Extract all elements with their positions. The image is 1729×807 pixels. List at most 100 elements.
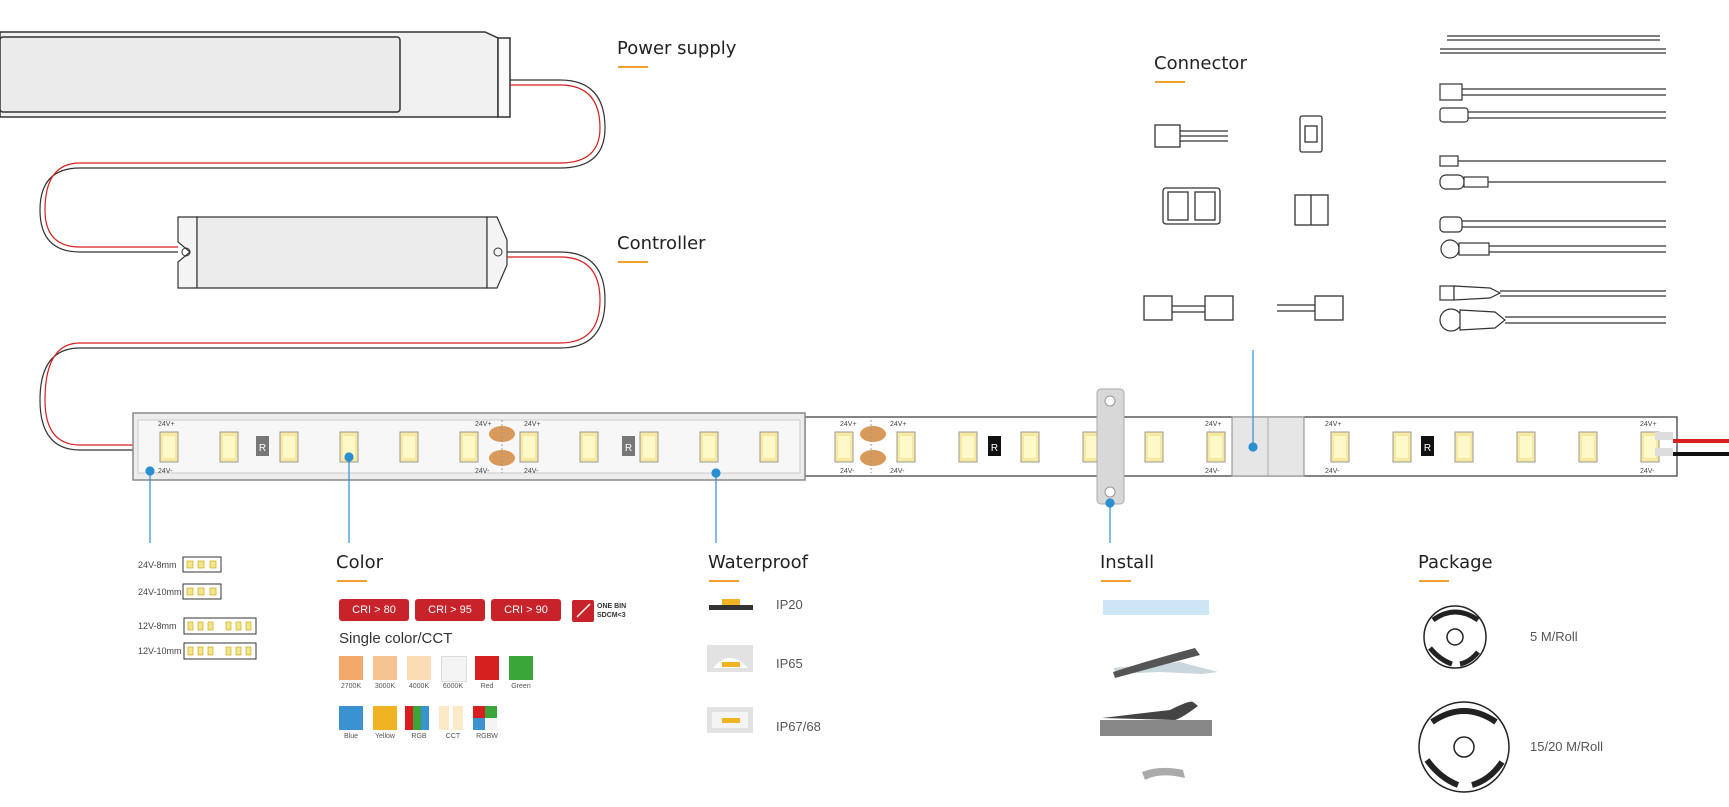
voltage-mark: 24V+ xyxy=(475,421,492,428)
led-chip-phosphor xyxy=(763,436,775,458)
voltage-mark: 24V+ xyxy=(1640,421,1657,428)
swatch-green xyxy=(509,656,533,680)
connector-icons xyxy=(1143,115,1344,321)
voltage-mark: 24V+ xyxy=(158,421,175,428)
led-chip-phosphor xyxy=(403,436,415,458)
resistor xyxy=(256,436,269,456)
cri-90-badge: CRI > 90 xyxy=(491,599,561,621)
swatch-label: Red xyxy=(480,683,494,690)
waterproof-underline xyxy=(709,580,739,582)
swatch-label: 4000K xyxy=(408,683,430,690)
solder-pad xyxy=(860,426,886,442)
waterproof-icons xyxy=(707,599,753,733)
strip-connector xyxy=(1231,416,1305,477)
voltage-mark: 24V+ xyxy=(1205,421,1222,428)
voltage-mark: 24V- xyxy=(475,468,490,475)
power-supply-label: Power supply xyxy=(617,38,737,59)
package-rolls xyxy=(1418,605,1510,793)
led-chip-phosphor xyxy=(283,436,295,458)
led-chip-phosphor xyxy=(1148,436,1160,458)
one-bin-text: ONE BIN SDCM<3 xyxy=(597,602,626,620)
resistor-mark: R xyxy=(259,443,266,454)
swatch-label: Yellow xyxy=(375,733,395,740)
led-chip-phosphor xyxy=(1334,436,1346,458)
voltage-mark: 24V+ xyxy=(524,421,541,428)
cct-swatch xyxy=(439,706,463,730)
solder-pad xyxy=(860,450,886,466)
cable-controller-to-strip xyxy=(39,251,606,451)
swatch-label: 3000K xyxy=(374,683,396,690)
led-chip-phosphor xyxy=(1582,436,1594,458)
led-chip-phosphor xyxy=(223,436,235,458)
swatch-yellow xyxy=(373,706,397,730)
voltage-mark: 24V- xyxy=(524,468,539,475)
led-chip-phosphor xyxy=(1396,436,1408,458)
resistor xyxy=(622,436,635,456)
voltage-mark: 24V- xyxy=(158,468,173,475)
led-chip-phosphor xyxy=(523,436,535,458)
controller-unit xyxy=(177,216,508,289)
voltage-mark: 24V+ xyxy=(840,421,857,428)
width-label-12v-8mm: 12V-8mm xyxy=(138,621,177,631)
swatch-label: RGBW xyxy=(476,733,498,740)
width-label-24v-10mm: 24V-10mm xyxy=(138,587,182,597)
swatch-6000k xyxy=(441,656,467,682)
resistor xyxy=(988,436,1001,456)
led-chip-phosphor xyxy=(1086,436,1098,458)
install-underline xyxy=(1101,580,1131,582)
led-chip-phosphor xyxy=(838,436,850,458)
swatch-label: 6000K xyxy=(442,683,464,690)
power-supply-underline xyxy=(618,66,648,68)
cable-power-to-controller xyxy=(39,79,606,253)
ip67-68-label: IP67/68 xyxy=(776,719,821,734)
swatch-blue xyxy=(339,706,363,730)
rgb-swatch xyxy=(405,706,429,730)
connector-underline xyxy=(1155,81,1185,83)
package-15-20m-label: 15/20 M/Roll xyxy=(1530,739,1603,754)
package-5m-label: 5 M/Roll xyxy=(1530,629,1578,644)
swatch-3000k xyxy=(373,656,397,680)
voltage-mark: 24V+ xyxy=(1325,421,1342,428)
swatch-label: CCT xyxy=(445,733,461,740)
width-mini-strips xyxy=(182,556,257,660)
voltage-mark: 24V- xyxy=(1205,468,1220,475)
swatch-label: RGB xyxy=(411,733,427,740)
led-chip-phosphor xyxy=(1024,436,1036,458)
voltage-mark: 24V- xyxy=(1640,468,1655,475)
cri-95-badge: CRI > 95 xyxy=(415,599,485,621)
swatch-cct xyxy=(441,706,465,730)
swatch-label: Green xyxy=(511,683,531,690)
waterproof-label: Waterproof xyxy=(708,552,809,573)
led-chip-phosphor xyxy=(962,436,974,458)
resistor-mark: R xyxy=(1424,443,1431,454)
swatch-2700k xyxy=(339,656,363,680)
resistor-mark: R xyxy=(991,443,998,454)
mounting-clip xyxy=(1096,388,1125,505)
voltage-mark: 24V+ xyxy=(890,421,907,428)
led-chip-phosphor xyxy=(643,436,655,458)
connector-label: Connector xyxy=(1154,53,1247,74)
one-bin-badge xyxy=(572,600,594,622)
rgbw-swatch xyxy=(473,706,497,730)
led-chip-phosphor xyxy=(1210,436,1222,458)
one-bin-line1: ONE BIN xyxy=(597,603,627,610)
voltage-mark: 24V- xyxy=(890,468,905,475)
cri-80-badge: CRI > 80 xyxy=(339,599,409,621)
width-label-12v-10mm: 12V-10mm xyxy=(138,646,182,656)
led-chip-phosphor xyxy=(1458,436,1470,458)
color-underline xyxy=(337,580,367,582)
cable-connectors xyxy=(1439,35,1666,332)
install-label: Install xyxy=(1100,552,1155,573)
install-icons xyxy=(1100,600,1218,780)
voltage-mark: 24V- xyxy=(1325,468,1340,475)
width-label-24v-8mm: 24V-8mm xyxy=(138,560,177,570)
ip20-label: IP20 xyxy=(776,597,803,612)
resistor xyxy=(1421,436,1434,456)
package-underline xyxy=(1419,580,1449,582)
led-chip-phosphor xyxy=(583,436,595,458)
ip65-label: IP65 xyxy=(776,656,803,671)
callout-lines xyxy=(145,350,1258,543)
controller-underline xyxy=(618,261,648,263)
